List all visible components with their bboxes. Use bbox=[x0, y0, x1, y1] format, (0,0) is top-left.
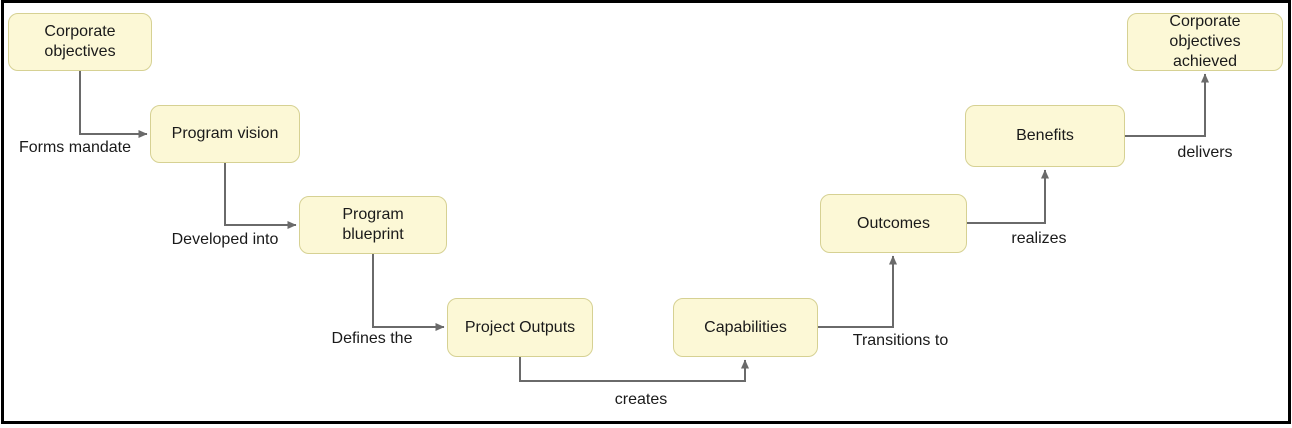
edge-label-delivers: delivers bbox=[1177, 144, 1233, 161]
connector-transitions-to bbox=[818, 255, 897, 328]
connector-defines-the bbox=[372, 254, 445, 331]
connector-creates bbox=[519, 357, 749, 382]
connector-developed-into bbox=[224, 163, 297, 229]
node-corporate-objectives-achieved-label: Corporate objectives achieved bbox=[1169, 13, 1241, 70]
node-benefits: Benefits bbox=[965, 105, 1125, 167]
node-corporate-objectives-achieved: Corporate objectives achieved bbox=[1127, 13, 1283, 71]
node-project-outputs-label: Project Outputs bbox=[464, 318, 576, 336]
node-project-outputs: Project Outputs bbox=[447, 298, 593, 357]
edge-label-defines-the: Defines the bbox=[331, 330, 413, 347]
node-corporate-objectives: Corporate objectives bbox=[8, 13, 152, 71]
node-outcomes: Outcomes bbox=[820, 194, 967, 253]
node-outcomes-label: Outcomes bbox=[857, 214, 930, 232]
node-benefits-label: Benefits bbox=[1016, 127, 1074, 144]
node-program-blueprint: Program blueprint bbox=[299, 196, 447, 254]
node-corporate-objectives-label: Corporate objectives bbox=[44, 23, 116, 60]
edge-label-forms-mandate: Forms mandate bbox=[18, 139, 132, 156]
edge-label-transitions-to: Transitions to bbox=[852, 332, 949, 349]
connector-forms-mandate bbox=[79, 71, 148, 138]
node-program-vision-label: Program vision bbox=[171, 125, 279, 142]
connector-realizes bbox=[967, 169, 1049, 224]
node-capabilities-label: Capabilities bbox=[704, 318, 787, 336]
connector-delivers bbox=[1125, 73, 1209, 137]
node-program-vision: Program vision bbox=[150, 105, 300, 163]
edge-label-creates: creates bbox=[614, 391, 668, 408]
node-program-blueprint-label: Program blueprint bbox=[342, 206, 404, 243]
node-capabilities: Capabilities bbox=[673, 298, 818, 357]
edge-label-realizes: realizes bbox=[1011, 230, 1067, 247]
edge-label-developed-into: Developed into bbox=[171, 231, 279, 248]
